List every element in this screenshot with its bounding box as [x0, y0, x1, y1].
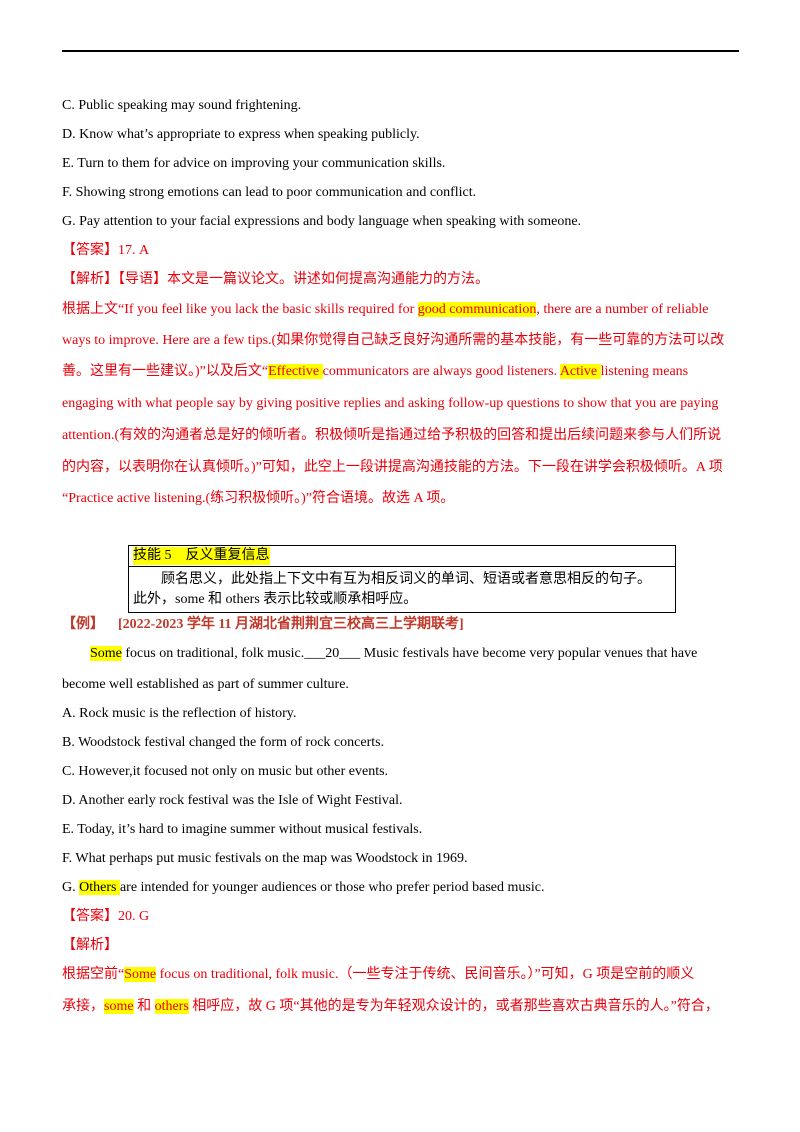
answer-value: 17. A	[118, 243, 150, 258]
option-c: C. Public speaking may sound frightening…	[62, 98, 302, 113]
blank-20: ___20___	[304, 646, 361, 661]
example-passage-2: become well established as part of summe…	[62, 677, 349, 692]
highlight-some: Some	[124, 967, 157, 982]
analysis-line-4: engaging with what people say by giving …	[62, 396, 719, 411]
answer-17: 【答案】17. A	[62, 242, 149, 260]
option-b-g: G. Others are intended for younger audie…	[62, 879, 544, 897]
guide-label: 【导语】	[118, 272, 167, 287]
analysis-label-2: 【解析】	[62, 938, 118, 953]
analysis2-line-2: 承接，some 和 others 相呼应，故 G 项“其他的是专为年轻观众设计的…	[62, 998, 719, 1016]
example-source: [2022-2023 学年 11 月湖北省荆荆宜三校高三上学期联考]	[118, 617, 464, 632]
text: Music festivals have become very popular…	[360, 646, 698, 661]
highlight-good-communication: good communication	[417, 302, 537, 317]
text: listening means	[600, 364, 689, 379]
option-f: F. Showing strong emotions can lead to p…	[62, 185, 477, 200]
highlight-some: Some	[90, 646, 122, 661]
text: G.	[62, 880, 80, 895]
option-d: D. Know what’s appropriate to express wh…	[62, 127, 420, 142]
analysis2-line-1: 根据空前“Some focus on traditional, folk mus…	[62, 966, 694, 984]
option-b-f: F. What perhaps put music festivals on t…	[62, 851, 468, 866]
text: are intended for younger audiences or th…	[119, 880, 545, 895]
header-rule	[62, 50, 739, 52]
answer-value: 20. G	[118, 909, 150, 924]
text: 和	[133, 999, 155, 1014]
skill-body: 顾名思义，此处指上下文中有互为相反词义的单词、短语或者意思相反的句子。 此外，s…	[133, 570, 671, 610]
text: 承接，	[62, 999, 104, 1014]
highlight-others: Others	[79, 880, 120, 895]
analysis-line-6: 的内容，以表明你在认真倾听。)”可知，此空上一段讲提高沟通技能的方法。下一段在讲…	[62, 460, 723, 475]
highlight-active: Active	[559, 364, 601, 379]
answer-label: 【答案】	[62, 909, 118, 924]
highlight-some: some	[104, 999, 134, 1014]
option-b-d: D. Another early rock festival was the I…	[62, 793, 403, 808]
option-b-e: E. Today, it’s hard to imagine summer wi…	[62, 822, 423, 837]
highlight-others: others	[154, 999, 189, 1014]
answer-20: 【答案】20. G	[62, 908, 149, 926]
text: focus on traditional, folk music.	[121, 646, 305, 661]
skill-line-2: 此外，some 和 others 表示比较或顺承相呼应。	[133, 592, 418, 607]
example-label: 【例】	[62, 617, 104, 632]
answer-label: 【答案】	[62, 243, 118, 258]
guide-text: 本文是一篇议论文。讲述如何提高沟通能力的方法。	[167, 272, 489, 287]
option-b-c: C. However,it focused not only on music …	[62, 764, 389, 779]
text: , there are a number of reliable	[536, 302, 709, 317]
analysis-line-5: attention.(有效的沟通者总是好的倾听者。积极倾听是指通过给予积极的回答…	[62, 428, 722, 443]
text: 根据空前“	[62, 967, 125, 982]
skill-box: 技能 5 反义重复信息 顾名思义，此处指上下文中有互为相反词义的单词、短语或者意…	[128, 545, 676, 613]
analysis-line-7: “Practice active listening.(练习积极倾听。)”符合语…	[62, 491, 455, 506]
text: 相呼应，故 G 项“其他的是专为年轻观众设计的，或者那些喜欢古典音乐的人。”符合…	[188, 999, 719, 1014]
skill-box-header: 技能 5 反义重复信息	[129, 546, 675, 567]
option-e: E. Turn to them for advice on improving …	[62, 156, 446, 171]
skill-line-1: 顾名思义，此处指上下文中有互为相反词义的单词、短语或者意思相反的句子。	[133, 572, 651, 587]
highlight-effective: Effective	[268, 364, 323, 379]
text: 根据上文“If you feel like you lack the basic…	[62, 302, 418, 317]
text: communicators are always good listeners.	[322, 364, 560, 379]
text: focus on traditional, folk music.（一些专注于传…	[156, 967, 695, 982]
analysis-line-2: ways to improve. Here are a few tips.(如果…	[62, 333, 725, 348]
analysis-guide: 【解析】【导语】本文是一篇议论文。讲述如何提高沟通能力的方法。	[62, 271, 489, 289]
example-passage-1: Some focus on traditional, folk music.__…	[90, 645, 739, 663]
example-heading: 【例】 [2022-2023 学年 11 月湖北省荆荆宜三校高三上学期联考]	[62, 616, 464, 634]
option-b-a: A. Rock music is the reflection of histo…	[62, 706, 297, 721]
analysis-line-1: 根据上文“If you feel like you lack the basic…	[62, 301, 709, 319]
analysis-line-3: 善。这里有一些建议。)”以及后文“Effective communicators…	[62, 363, 688, 381]
option-g: G. Pay attention to your facial expressi…	[62, 214, 582, 229]
text: 善。这里有一些建议。)”以及后文“	[62, 364, 269, 379]
option-b-b: B. Woodstock festival changed the form o…	[62, 735, 385, 750]
analysis-label: 【解析】	[62, 272, 118, 287]
skill-title: 技能 5 反义重复信息	[133, 547, 270, 565]
